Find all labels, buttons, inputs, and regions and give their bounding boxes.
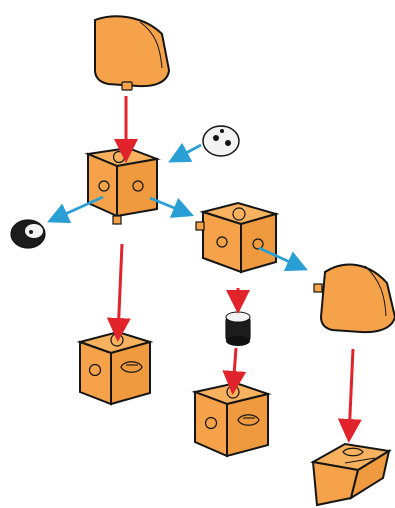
blue-arrow-black-peg [47, 195, 104, 224]
bottom-right-wedge [310, 442, 392, 507]
blue-arrow-connector [149, 196, 194, 218]
curved-cap-right [313, 263, 395, 334]
red-arrow-left-down [106, 243, 131, 342]
red-arrow-peg-down [222, 347, 247, 395]
hub-cube [84, 146, 161, 225]
blue-arrow-right-cap [258, 246, 308, 272]
connector-cube [195, 201, 280, 274]
blue-arrow-white-peg [168, 142, 202, 163]
red-arrow-right-down [337, 348, 362, 443]
black-peg-left [10, 219, 46, 249]
curved-cap-top [94, 15, 171, 91]
red-arrows [106, 96, 362, 443]
bottom-left-cube [76, 330, 154, 406]
bottom-center-cube [191, 381, 272, 458]
white-peg-right [202, 125, 240, 157]
black-peg-center [225, 311, 251, 346]
blue-arrows [47, 142, 308, 272]
